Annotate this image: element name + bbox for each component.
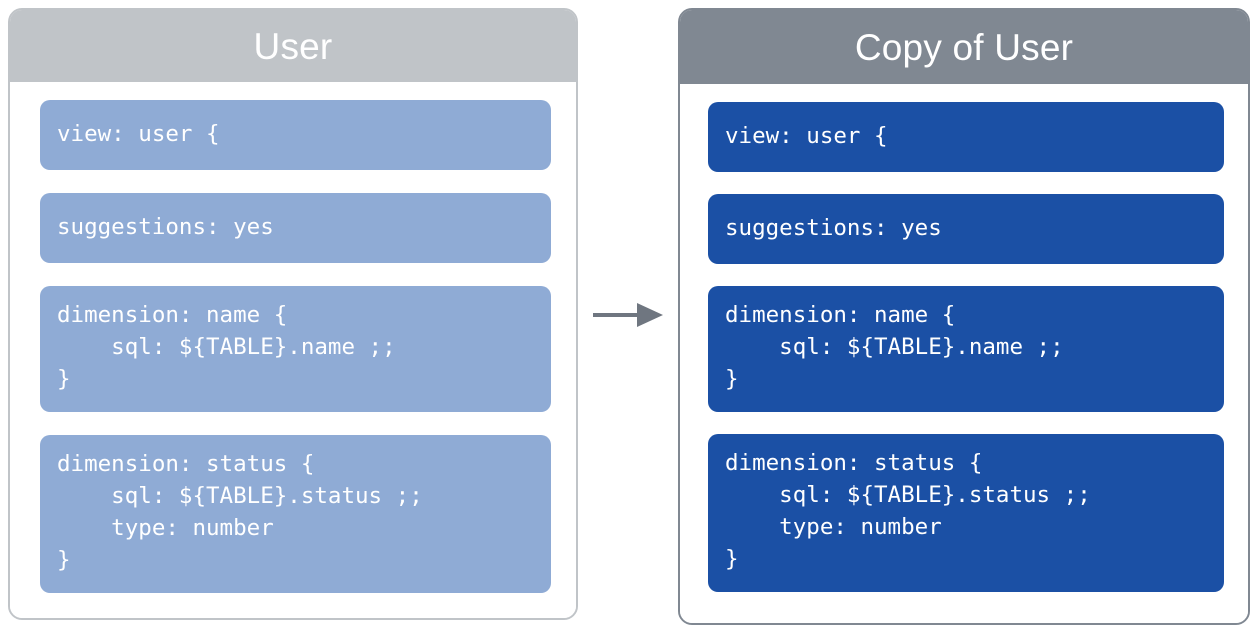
source-card-body: view: user { suggestions: yes dimension:… (10, 82, 576, 618)
source-card-header: User (10, 10, 576, 82)
target-block-dimension-name: dimension: name { sql: ${TABLE}.name ;; … (708, 286, 1224, 412)
source-block-dimension-status: dimension: status { sql: ${TABLE}.status… (40, 434, 551, 593)
target-card-header: Copy of User (680, 10, 1248, 84)
target-block-view-text: view: user { (725, 123, 888, 150)
source-view-card: User view: user { suggestions: yes dimen… (8, 8, 578, 620)
target-view-card: Copy of User view: user { suggestions: y… (678, 8, 1250, 625)
source-block-suggestions-text: suggestions: yes (57, 214, 274, 241)
source-block-suggestions: suggestions: yes (40, 193, 551, 263)
target-card-body: view: user { suggestions: yes dimension:… (680, 84, 1248, 623)
target-block-dimension-name-text: dimension: name { sql: ${TABLE}.name ;; … (725, 302, 1064, 392)
target-block-dimension-status-text: dimension: status { sql: ${TABLE}.status… (725, 449, 1091, 572)
source-block-dimension-name-text: dimension: name { sql: ${TABLE}.name ;; … (57, 302, 396, 392)
target-block-dimension-status: dimension: status { sql: ${TABLE}.status… (708, 433, 1224, 592)
source-block-view-text: view: user { (57, 121, 220, 148)
right-arrow-icon (593, 303, 663, 327)
source-block-view: view: user { (40, 100, 551, 170)
target-block-view: view: user { (708, 102, 1224, 172)
target-card-title: Copy of User (854, 26, 1074, 68)
source-block-dimension-name: dimension: name { sql: ${TABLE}.name ;; … (40, 286, 551, 412)
target-block-suggestions: suggestions: yes (708, 194, 1224, 264)
target-block-suggestions-text: suggestions: yes (725, 215, 942, 242)
source-block-dimension-status-text: dimension: status { sql: ${TABLE}.status… (57, 450, 423, 573)
source-card-title: User (253, 25, 333, 67)
